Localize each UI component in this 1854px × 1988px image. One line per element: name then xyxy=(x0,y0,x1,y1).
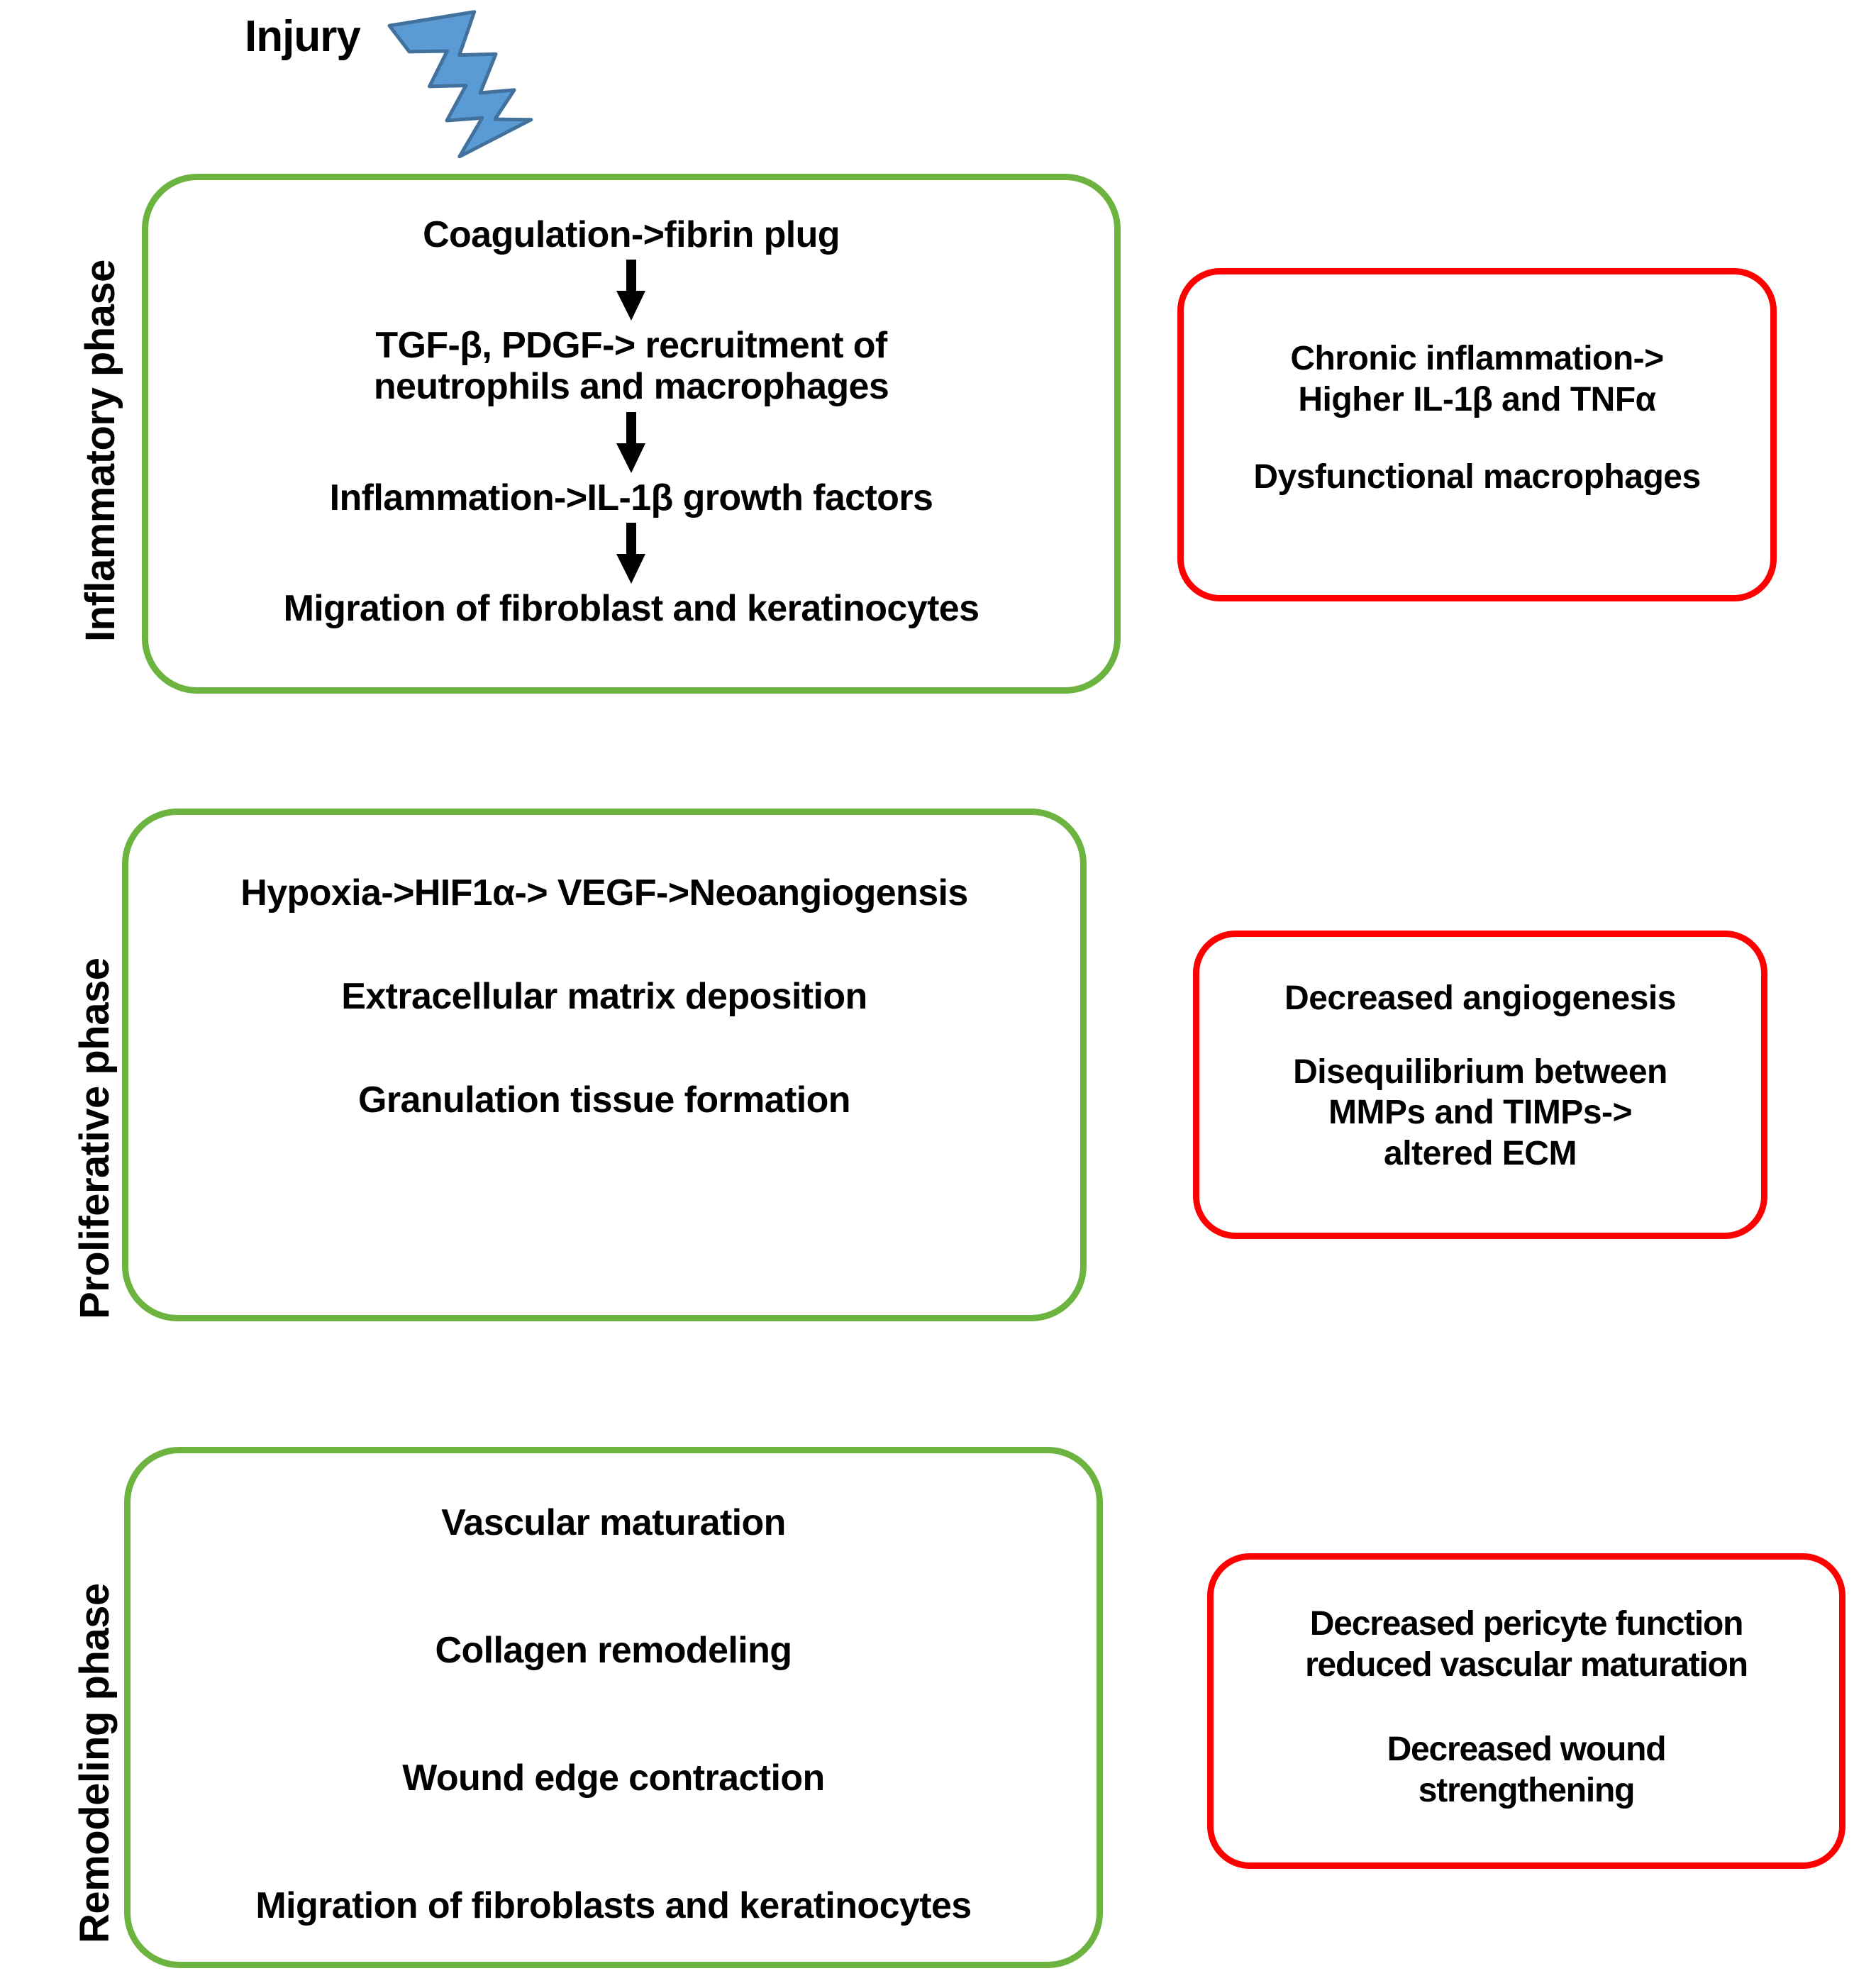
impaired-text-group: Decreased pericyte function reduced vasc… xyxy=(1205,1604,1848,1811)
down-arrow-icon xyxy=(127,260,1136,321)
impaired-text: Decreased wound strengthening xyxy=(1387,1731,1667,1809)
spacer xyxy=(1175,420,1779,457)
down-arrow-icon xyxy=(127,411,1136,473)
flow-step: Coagulation->fibrin plug xyxy=(423,214,840,255)
flow-step: TGF-β, PDGF-> recruitment of neutrophils… xyxy=(373,325,889,408)
phase-label-remodeling: Remodeling phase xyxy=(72,1583,118,1943)
impaired-text-group: Chronic inflammation-> Higher IL-1β and … xyxy=(1175,338,1779,498)
flow-step: Hypoxia->HIF1α-> VEGF->Neoangiogensis xyxy=(240,872,968,914)
flow-step: Vascular maturation xyxy=(441,1502,786,1543)
flow-steps: Coagulation->fibrin plug TGF-β, PDGF-> r… xyxy=(127,214,1136,629)
impaired-text: Decreased angiogenesis xyxy=(1284,979,1676,1017)
flow-step: Migration of fibroblast and keratinocyte… xyxy=(283,587,979,629)
flow-step: Granulation tissue formation xyxy=(358,1079,851,1121)
phase-label-inflammatory: Inflammatory phase xyxy=(77,260,123,642)
flow-step: Wound edge contraction xyxy=(402,1757,825,1799)
impaired-text: Decreased pericyte function reduced vasc… xyxy=(1305,1605,1748,1684)
flow-step: Inflammation->IL-1β growth factors xyxy=(329,477,933,518)
normal-healing-box-proliferative: Hypoxia->HIF1α-> VEGF->Neoangiogensis Ex… xyxy=(122,809,1087,1321)
impaired-text: Disequilibrium between MMPs and TIMPs-> … xyxy=(1293,1053,1667,1172)
spacer xyxy=(1205,1685,1848,1729)
impaired-text: Chronic inflammation-> Higher IL-1β and … xyxy=(1290,340,1664,418)
impaired-healing-box-remodeling: Decreased pericyte function reduced vasc… xyxy=(1207,1553,1845,1869)
impaired-healing-box-inflammatory: Chronic inflammation-> Higher IL-1β and … xyxy=(1177,268,1777,601)
lightning-bolt-icon xyxy=(376,6,553,159)
impaired-text-group: Decreased angiogenesis Disequilibrium be… xyxy=(1191,978,1770,1174)
flow-steps: Vascular maturation Collagen remodeling … xyxy=(116,1501,1111,1927)
down-arrow-icon xyxy=(127,522,1136,584)
injury-group: Injury xyxy=(245,6,585,159)
flow-steps: Hypoxia->HIF1α-> VEGF->Neoangiogensis Ex… xyxy=(114,872,1094,1182)
normal-healing-box-remodeling: Vascular maturation Collagen remodeling … xyxy=(124,1447,1103,1968)
flow-step: Collagen remodeling xyxy=(435,1630,792,1671)
impaired-text: Dysfunctional macrophages xyxy=(1253,458,1701,496)
impaired-healing-box-proliferative: Decreased angiogenesis Disequilibrium be… xyxy=(1193,931,1767,1239)
flow-step: Migration of fibroblasts and keratinocyt… xyxy=(255,1885,972,1926)
normal-healing-box-inflammatory: Coagulation->fibrin plug TGF-β, PDGF-> r… xyxy=(142,174,1121,694)
spacer xyxy=(1191,1019,1770,1052)
injury-label: Injury xyxy=(245,12,361,61)
flow-step: Extracellular matrix deposition xyxy=(341,976,867,1017)
phase-label-proliferative: Proliferative phase xyxy=(72,957,118,1320)
